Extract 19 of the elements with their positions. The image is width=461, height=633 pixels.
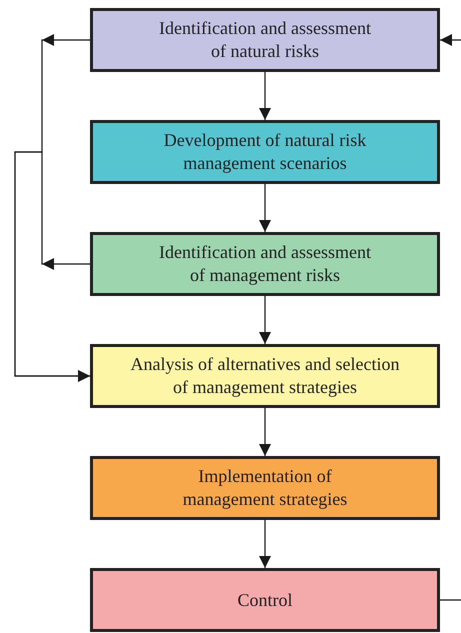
process-box (90, 120, 440, 184)
box-label: Development of natural risk management scenarios (162, 129, 368, 175)
arrow (259, 296, 271, 344)
arrow (259, 72, 271, 120)
arrow (14, 151, 90, 382)
arrow (259, 520, 271, 568)
box-label: Analysis of alternatives and selection of management strategies (130, 353, 400, 399)
process-box (90, 232, 440, 296)
box-label: Identification and assessment of management risks (158, 241, 372, 287)
arrow (259, 408, 271, 456)
process-box (90, 344, 440, 408)
box-label: Implementation of management strategies (182, 465, 348, 511)
arrow (259, 184, 271, 232)
arrow (440, 34, 461, 46)
box-label: Control (236, 588, 294, 612)
process-box (90, 8, 440, 72)
process-box (90, 456, 440, 520)
box-label: Identification and assessment of natural risks (158, 17, 372, 63)
process-box (90, 568, 440, 632)
